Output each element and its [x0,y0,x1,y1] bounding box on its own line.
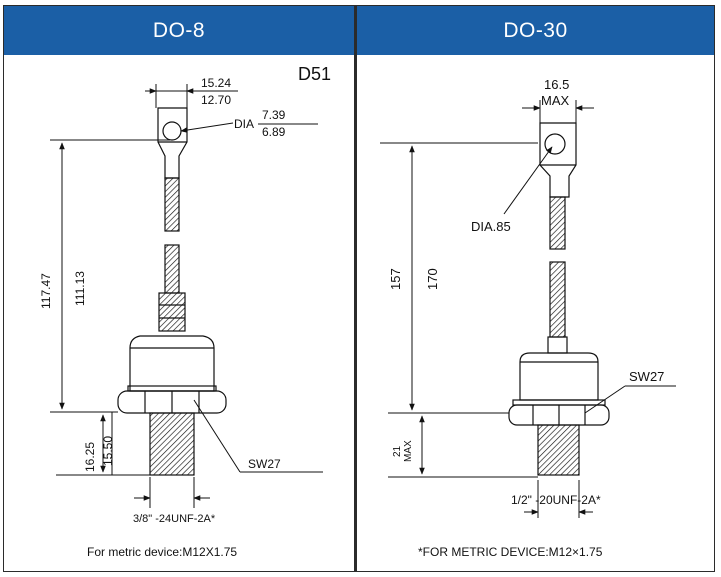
do30-dimensions [380,100,676,518]
do8-dia-min: 6.89 [262,125,286,139]
do30-overall-length: 170 [425,268,440,290]
do8-thread-len-min: 15.50 [101,436,115,466]
do8-eye-hole [162,121,182,141]
do8-thread-spec: 3/8" -24UNF-2A* [133,513,216,525]
do8-footer-note: For metric device:M12X1.75 [87,545,237,559]
do8-drawing [117,107,227,476]
do30-thread-len: 21 [392,445,403,457]
do30-washer [512,399,606,406]
do30-footer-note: *FOR METRIC DEVICE:M12×1.75 [418,545,603,559]
do30-thread-len-qual: MAX [403,440,414,462]
panel-divider [354,6,357,571]
do8-collar [158,292,186,332]
do30-eye-terminal [539,122,577,198]
do30-thread-spec: 1/2" -20UNF-2A* [511,493,601,507]
do8-lead-upper [164,177,180,232]
do30-drawing [508,122,610,476]
diagram-frame [3,5,715,572]
header-do30-label: DO-30 [503,18,568,42]
header-do30: DO-30 [357,6,714,55]
do30-eye-hole [544,133,566,155]
do30-thread-stud [537,424,580,476]
do8-top-width-max: 15.24 [201,76,231,90]
do30-body [519,352,599,401]
do30-dia-label: DIA.85 [471,219,511,234]
do30-top-width: 16.5 [544,77,569,92]
do8-overall-length: 117.47 [39,273,53,309]
do8-dimensions [50,84,323,508]
do8-washer [127,385,217,392]
do30-lead-lower [549,261,566,338]
do30-hex-label: SW27 [629,369,664,384]
do30-lead-length: 157 [388,268,403,290]
do30-collar [547,336,568,354]
do8-thread-len-max: 16.25 [83,442,97,472]
do30-lead-upper [549,196,566,250]
do8-thread-stud [149,412,195,476]
do8-top-width-min: 12.70 [201,93,231,107]
do8-dia-label: DIA [234,117,254,131]
do8-eye-terminal [157,107,188,179]
header-do8: DO-8 [4,6,354,55]
do8-hex-label: SW27 [248,457,281,471]
do8-lead-length: 111.13 [73,271,87,306]
header-do8-label: DO-8 [152,18,206,42]
do8-lead-lower [164,244,180,294]
do30-top-width-qual: MAX [541,93,570,108]
model-label-d51: D51 [298,64,331,84]
do8-dia-max: 7.39 [262,108,286,122]
do8-body [129,335,215,392]
